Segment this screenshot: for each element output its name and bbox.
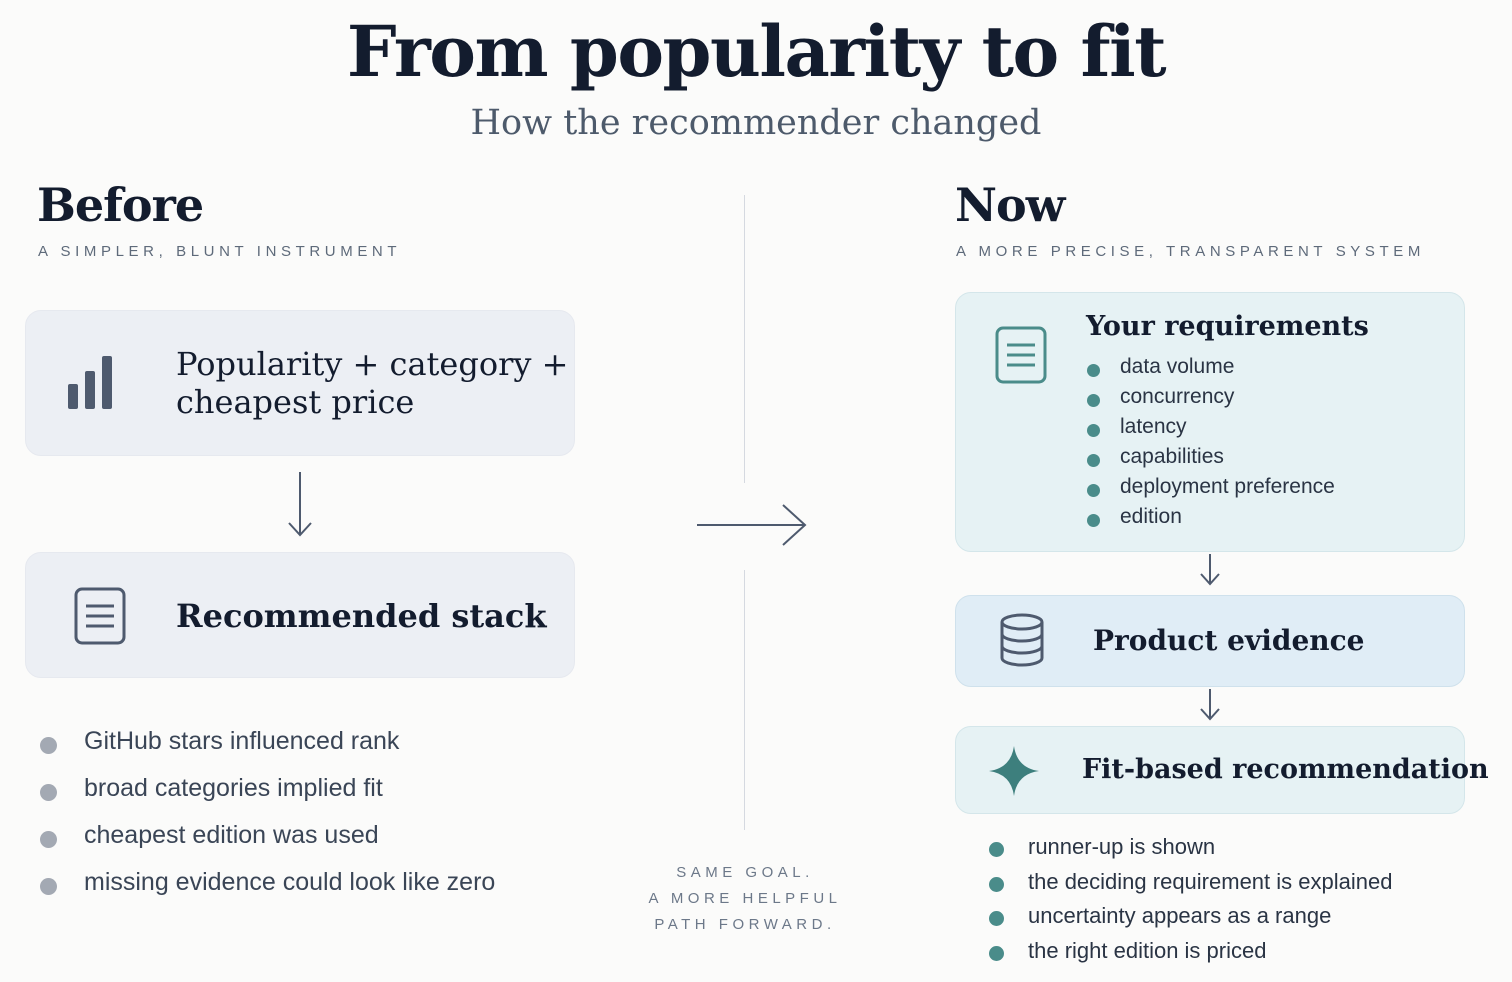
- before-subheading: A SIMPLER, BLUNT INSTRUMENT: [38, 243, 402, 260]
- bullet-dot: [40, 737, 57, 754]
- requirements-card: Your requirements data volume concurrenc…: [955, 292, 1465, 552]
- before-input-label: Popularity + category + cheapest price: [176, 345, 568, 421]
- evidence-label: Product evidence: [1093, 624, 1365, 657]
- now-heading: Now: [955, 178, 1065, 232]
- bullet-dot: [989, 842, 1004, 857]
- before-input-line1: Popularity + category +: [176, 345, 569, 383]
- transition-arrow-icon: [695, 502, 811, 553]
- document-icon: [994, 325, 1048, 390]
- bullet-dot: [989, 876, 1004, 892]
- before-heading: Before: [37, 178, 204, 232]
- bullet-dot: [1087, 424, 1100, 437]
- before-output-label: Recommended stack: [176, 597, 547, 635]
- now-down-arrow-icon: [1198, 552, 1222, 593]
- page-title: From popularity to fit: [346, 10, 1167, 93]
- now-subheading: A MORE PRECISE, TRANSPARENT SYSTEM: [956, 243, 1425, 260]
- page-subtitle: How the recommender changed: [470, 103, 1042, 143]
- divider-line-bottom: [744, 570, 745, 830]
- sparkle-icon: [988, 745, 1040, 802]
- divider-note-line: SAME GOAL.: [676, 864, 814, 881]
- bullet-dot: [1087, 394, 1100, 407]
- bullet-dot: [40, 878, 57, 895]
- database-icon: [998, 612, 1046, 675]
- recommendation-label: Fit-based recommendation: [1082, 754, 1489, 785]
- recommendation-card: Fit-based recommendation: [955, 726, 1489, 814]
- bullet-dot: [40, 784, 57, 801]
- now-down-arrow-icon: [1198, 687, 1222, 728]
- divider-line-top: [744, 195, 745, 483]
- divider-note-line: PATH FORWARD.: [654, 916, 836, 933]
- document-icon: [73, 586, 127, 651]
- divider-note: SAME GOAL. A MORE HELPFUL PATH FORWARD.: [620, 860, 870, 938]
- evidence-card: Product evidence: [955, 595, 1465, 687]
- bullet-dot: [1087, 484, 1100, 497]
- divider-note-line: A MORE HELPFUL: [648, 890, 842, 907]
- bullet-dot: [989, 945, 1004, 961]
- bullet-dot: [989, 911, 1004, 926]
- bullet-dot: [1087, 454, 1100, 467]
- before-output-card: Recommended stack: [25, 552, 575, 678]
- bullet-dot: [40, 831, 57, 848]
- requirements-title: Your requirements: [1086, 311, 1369, 342]
- before-input-card: Popularity + category + cheapest price: [25, 310, 575, 456]
- before-down-arrow-icon: [287, 470, 313, 545]
- bullet-dot: [1087, 514, 1100, 527]
- bar-chart-icon: [66, 353, 118, 416]
- bullet-dot: [1087, 364, 1100, 377]
- before-input-line2: cheapest price: [176, 383, 415, 421]
